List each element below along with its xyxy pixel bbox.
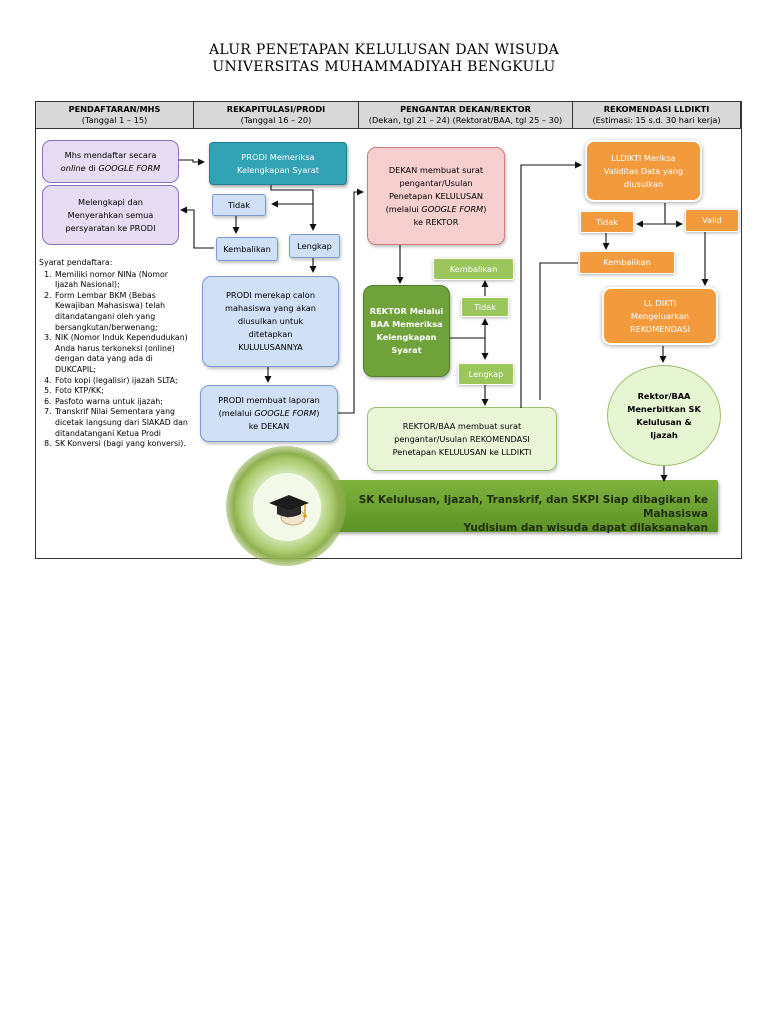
- syarat-item: Memiliki nomor NINa (Nomor Ijazah Nasion…: [54, 270, 189, 291]
- tidak-box-prodi: Tidak: [212, 194, 266, 216]
- column-header-title: PENGANTAR DEKAN/REKTOR: [400, 104, 531, 114]
- tidak-box-rektor: Tidak: [461, 297, 509, 317]
- kembalikan-box-lldikti: Kembalikan: [579, 251, 675, 274]
- mhs-daftar-box: Mhs mendaftar secara online di GOOGLE FO…: [42, 140, 179, 183]
- graduation-icon-holder: [252, 472, 322, 542]
- column-header-title: REKOMENDASI LLDIKTI: [603, 104, 710, 114]
- dekan-box: DEKAN membuat surat pengantar/Usulan Pen…: [367, 147, 505, 245]
- column-header-subtitle: (Dekan, tgl 21 – 24) (Rektorat/BAA, tgl …: [368, 115, 563, 125]
- prodi-laporan-line-1: PRODI membuat laporan: [218, 395, 320, 405]
- dekan-line-2: (melalui GOOGLE FORM): [385, 203, 487, 214]
- syarat-item: Transkrif Nilai Sementara yang dicetak l…: [54, 407, 189, 439]
- column-header-title: REKAPITULASI/PRODI: [226, 104, 326, 114]
- column-header-subtitle: (Tanggal 16 – 20): [240, 115, 312, 125]
- lengkap-box-rektor: Lengkap: [458, 363, 514, 385]
- graduation-cap-icon: [269, 495, 309, 526]
- page-title-line-2: UNIVERSITAS MUHAMMADIYAH BENGKULU: [212, 59, 556, 75]
- syarat-item: Pasfoto warna untuk ijazah;: [54, 397, 189, 408]
- column-header-rekomendasi: REKOMENDASI LLDIKTI (Estimasi: 15 s.d. 3…: [573, 102, 741, 129]
- prodi-laporan-line-3: ke DEKAN: [248, 421, 290, 431]
- syarat-list: Syarat pendaftara: Memiliki nomor NINa (…: [39, 258, 189, 450]
- prodi-rekap-box: PRODI merekap calon mahasiswa yang akan …: [202, 276, 339, 367]
- prodi-laporan-box: PRODI membuat laporan (melalui GOOGLE FO…: [200, 385, 338, 442]
- column-header-pengantar: PENGANTAR DEKAN/REKTOR (Dekan, tgl 21 – …: [359, 102, 573, 129]
- rektor-surat-box: REKTOR/BAA membuat surat pengantar/Usula…: [367, 407, 557, 471]
- valid-box-lldikti: Valid: [685, 209, 739, 232]
- syarat-item: Foto KTP/KK;: [54, 386, 189, 397]
- column-header-title: PENDAFTARAN/MHS: [68, 104, 161, 114]
- mhs-daftar-line-1: Mhs mendaftar secara: [64, 149, 157, 160]
- lengkap-box-prodi: Lengkap: [289, 234, 340, 258]
- kembalikan-box-prodi: Kembalikan: [216, 237, 278, 261]
- dekan-line-1: DEKAN membuat surat pengantar/Usulan Pen…: [388, 164, 484, 201]
- tidak-box-lldikti: Tidak: [580, 211, 634, 233]
- prodi-periksa-box: PRODI Memeriksa Kelengkapan Syarat: [209, 142, 347, 185]
- syarat-item: Foto kopi (legalisir) ijazah SLTA;: [54, 376, 189, 387]
- column-header-rekapitulasi: REKAPITULASI/PRODI (Tanggal 16 – 20): [194, 102, 359, 129]
- rektor-periksa-box: REKTOR Melalui BAA Memeriksa Kelengkapan…: [363, 285, 450, 377]
- flowchart-frame: PENDAFTARAN/MHS (Tanggal 1 – 15) REKAPIT…: [35, 101, 742, 566]
- banner-line-1: SK Kelulusan, Ijazah, Transkrif, dan SKP…: [358, 494, 708, 520]
- melengkapi-box: Melengkapi dan Menyerahkan semua persyar…: [42, 185, 179, 245]
- dekan-line-3: ke REKTOR: [413, 216, 459, 227]
- column-header-pendaftaran: PENDAFTARAN/MHS (Tanggal 1 – 15): [36, 102, 194, 129]
- lldikti-rekom-box: LL DIKTI Mengeluarkan REKOMENDASI: [602, 287, 718, 345]
- banner-line-2: Yudisium dan wisuda dapat dilaksanakan: [463, 522, 708, 534]
- banner-text: SK Kelulusan, Ijazah, Transkrif, dan SKP…: [328, 493, 708, 535]
- page-title-line-1: ALUR PENETAPAN KELULUSAN DAN WISUDA: [208, 42, 560, 58]
- syarat-item: Form Lembar BKM (Bebas Kewajiban Mahasis…: [54, 291, 189, 333]
- mhs-daftar-line-2: online di GOOGLE FORM: [60, 162, 161, 173]
- graduation-glow-circle: [226, 446, 346, 566]
- column-header-subtitle: (Tanggal 1 – 15): [81, 115, 148, 125]
- syarat-title: Syarat pendaftara:: [39, 258, 113, 267]
- syarat-item: NIK (Nomor Induk Kependudukan) Anda haru…: [54, 333, 189, 375]
- rektor-sk-circle: Rektor/BAA Menerbitkan SK Kelulusan & Ij…: [607, 365, 721, 466]
- kembalikan-box-rektor: Kembalikan: [433, 258, 514, 280]
- prodi-laporan-line-2: (melalui GOOGLE FORM): [218, 408, 320, 418]
- column-header-subtitle: (Estimasi: 15 s.d. 30 hari kerja): [592, 115, 721, 125]
- syarat-items: Memiliki nomor NINa (Nomor Ijazah Nasion…: [39, 270, 189, 450]
- syarat-item: SK Konversi (bagi yang konversi).: [54, 439, 189, 450]
- lldikti-periksa-box: LLDIKTI Meriksa Validitas Data yang dius…: [585, 140, 702, 202]
